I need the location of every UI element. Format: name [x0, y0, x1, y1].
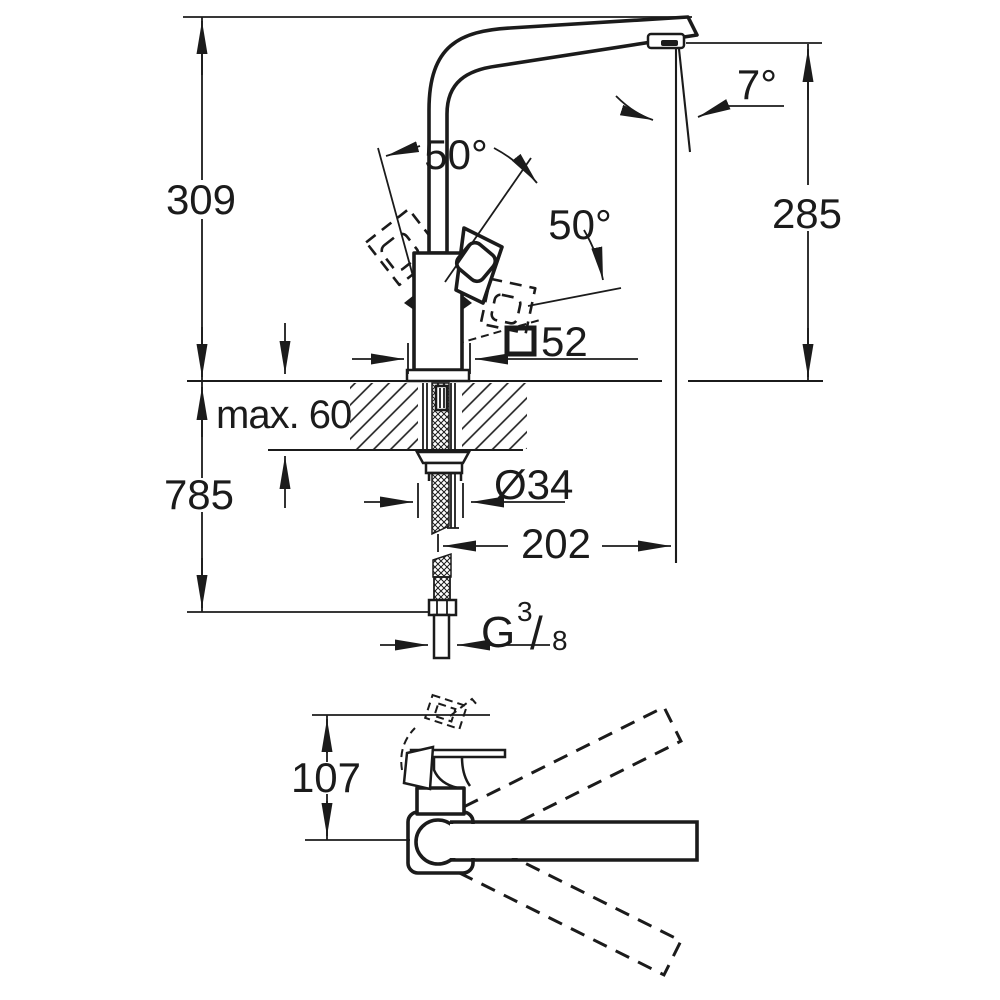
label-dia34: Ø34 — [494, 461, 573, 508]
label-202: 202 — [521, 520, 591, 567]
countertop-hatch-right — [462, 383, 527, 449]
stream-reference — [615, 48, 784, 563]
dimension-107 — [305, 714, 490, 841]
lever-dashed-tip — [449, 697, 479, 717]
handle-open-position-line — [527, 287, 622, 307]
aerator — [646, 32, 686, 50]
hose-top-fitting — [434, 384, 449, 412]
label-50-right: 50° — [548, 201, 612, 248]
spout-bar-top-view — [450, 820, 699, 862]
dimension-lines — [183, 16, 822, 651]
swivel-construction-lines — [377, 141, 622, 307]
mounting-bracket — [427, 471, 463, 481]
spout-outline — [427, 15, 699, 255]
side-view: 309 50° 50° 7° 285 52 max. 60 785 Ø34 20… — [164, 15, 842, 660]
handle-pivot-right — [462, 295, 472, 310]
thread-numerator: 3 — [517, 596, 533, 627]
connection-tube — [432, 613, 451, 660]
angle-arrow-left — [385, 141, 421, 157]
handle-base-top-view — [415, 786, 466, 816]
lever-dashed-outline — [423, 693, 469, 731]
label-7deg: 7° — [737, 61, 777, 108]
label-52: 52 — [541, 318, 588, 365]
hose-ferrule — [433, 576, 451, 601]
countertop-hatch-left — [350, 383, 418, 449]
hose-top-fitting-lines — [439, 388, 445, 408]
handle-solid — [454, 226, 504, 305]
label-785: 785 — [164, 471, 234, 518]
lever-dashed-inner — [433, 702, 457, 723]
label-max60: max. 60 — [216, 393, 351, 437]
ext-lines-34 — [417, 483, 464, 518]
label-107: 107 — [291, 754, 361, 801]
lever-grip — [402, 745, 435, 791]
mounting-assembly — [414, 382, 472, 660]
mounting-nut — [424, 461, 464, 475]
top-view: 107 — [291, 693, 699, 977]
angle-arrow-mid — [493, 147, 538, 184]
label-309: 309 — [166, 176, 236, 223]
angle7-arc — [615, 95, 654, 121]
thread-slash: / — [530, 607, 543, 659]
angle-arrow-right — [583, 229, 604, 281]
supply-hose-lower — [432, 552, 452, 578]
faucet-body — [412, 251, 464, 372]
ext-lines-52 — [407, 343, 471, 374]
square-symbol — [504, 325, 537, 357]
handle-lever-top-view — [400, 693, 507, 791]
lever-arm — [432, 756, 472, 790]
spout-bar-fill — [450, 824, 696, 858]
label-50-left: 50° — [424, 131, 488, 178]
aerator-outlet — [661, 40, 678, 46]
hex-nut-facets — [436, 601, 448, 614]
stream-tilted-line — [677, 48, 692, 153]
angle7-leader — [697, 99, 784, 118]
base-plate — [405, 368, 471, 383]
swivel-limit-left — [377, 147, 415, 281]
thread-prefix: G — [481, 608, 515, 657]
label-285: 285 — [772, 190, 842, 237]
hose-hex-nut — [427, 598, 458, 617]
mounting-stud-left — [422, 383, 428, 452]
handle-dashed-connector — [455, 319, 541, 345]
handle-pivot-left — [404, 295, 414, 310]
label-thread-g38: G 3 / 8 — [481, 596, 568, 659]
lever-dashed-arc — [400, 727, 416, 771]
mounting-washer — [414, 450, 472, 465]
thread-denominator: 8 — [552, 625, 568, 656]
